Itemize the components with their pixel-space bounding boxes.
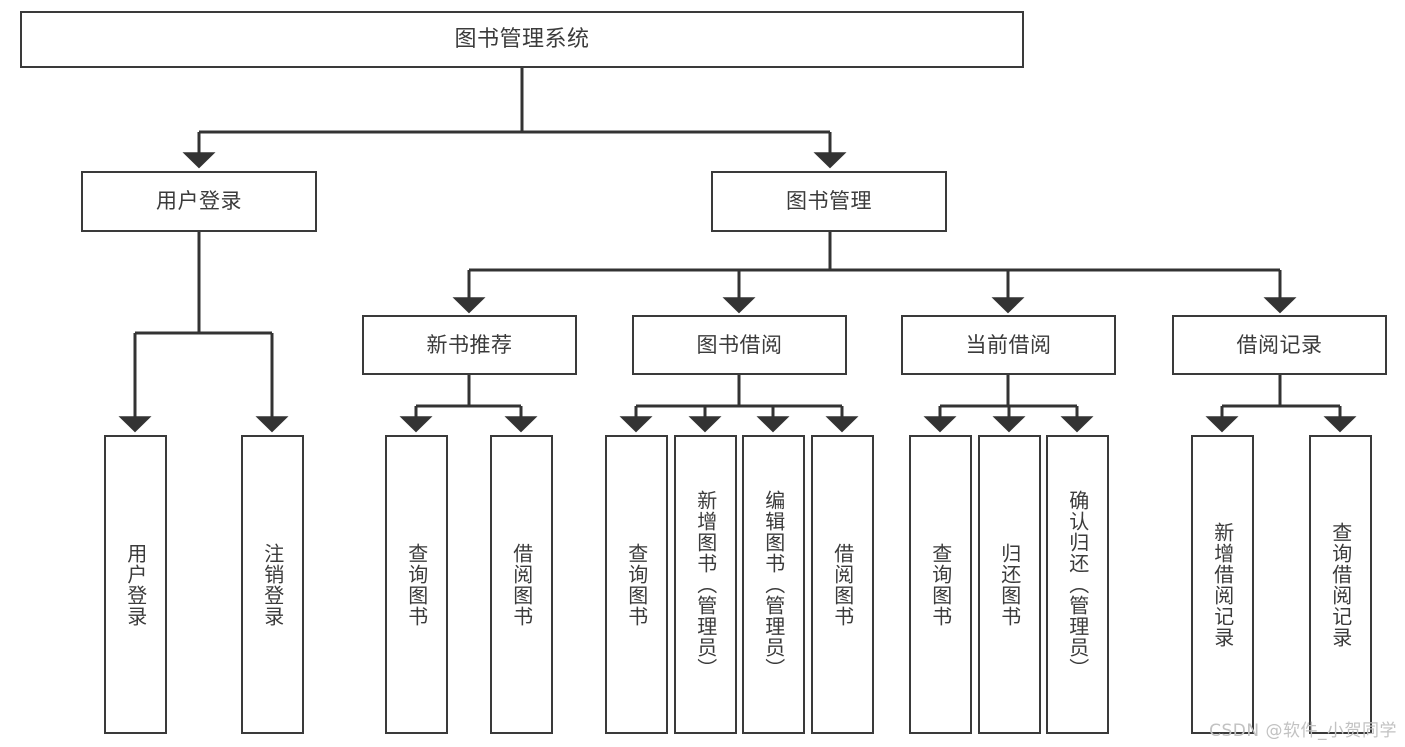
node-label: 借阅记录 [1236,332,1323,357]
node-label: 用户登录 [123,542,148,627]
node-label: 借阅图书 [509,542,534,627]
node-leaf-currentborrow-query-book[interactable]: 查询图书 [909,435,972,734]
node-label: 新增图书（管理员） [693,490,718,679]
node-label: 当前借阅 [965,332,1052,357]
node-label: 借阅图书 [830,542,855,627]
node-book-borrowing[interactable]: 图书借阅 [632,315,847,375]
node-leaf-logout[interactable]: 注销登录 [241,435,304,734]
node-label: 归还图书 [997,542,1022,627]
node-label: 确认归还（管理员） [1065,490,1090,679]
node-label: 图书管理 [786,189,872,214]
node-label: 图书管理系统 [454,26,590,52]
node-current-borrowing[interactable]: 当前借阅 [901,315,1116,375]
node-new-book-recommendation[interactable]: 新书推荐 [362,315,577,375]
node-book-management[interactable]: 图书管理 [711,171,947,232]
node-leaf-newbook-borrow-book[interactable]: 借阅图书 [490,435,553,734]
node-root-book-management-system[interactable]: 图书管理系统 [20,11,1024,68]
node-leaf-borrowrecord-query-record[interactable]: 查询借阅记录 [1309,435,1372,734]
node-leaf-currentborrow-confirm-return-admin[interactable]: 确认归还（管理员） [1046,435,1109,734]
node-leaf-bookborrow-borrow-book[interactable]: 借阅图书 [811,435,874,734]
node-borrowing-record[interactable]: 借阅记录 [1172,315,1387,375]
node-label: 编辑图书（管理员） [761,490,786,679]
node-label: 查询图书 [928,542,953,627]
node-leaf-bookborrow-query-book[interactable]: 查询图书 [605,435,668,734]
node-label: 注销登录 [260,542,285,627]
node-leaf-currentborrow-return-book[interactable]: 归还图书 [978,435,1041,734]
node-leaf-bookborrow-add-book-admin[interactable]: 新增图书（管理员） [674,435,737,734]
node-leaf-bookborrow-edit-book-admin[interactable]: 编辑图书（管理员） [742,435,805,734]
node-label: 图书借阅 [696,332,783,357]
node-user-login[interactable]: 用户登录 [81,171,317,232]
node-label: 新增借阅记录 [1210,521,1235,648]
node-leaf-borrowrecord-add-record[interactable]: 新增借阅记录 [1191,435,1254,734]
watermark: CSDN @软件_小贺同学 [1209,721,1397,741]
node-label: 用户登录 [156,189,242,214]
node-label: 查询借阅记录 [1328,521,1353,648]
node-label: 新书推荐 [426,332,513,357]
node-leaf-newbook-query-book[interactable]: 查询图书 [385,435,448,734]
node-label: 查询图书 [404,542,429,627]
node-leaf-user-login[interactable]: 用户登录 [104,435,167,734]
node-label: 查询图书 [624,542,649,627]
